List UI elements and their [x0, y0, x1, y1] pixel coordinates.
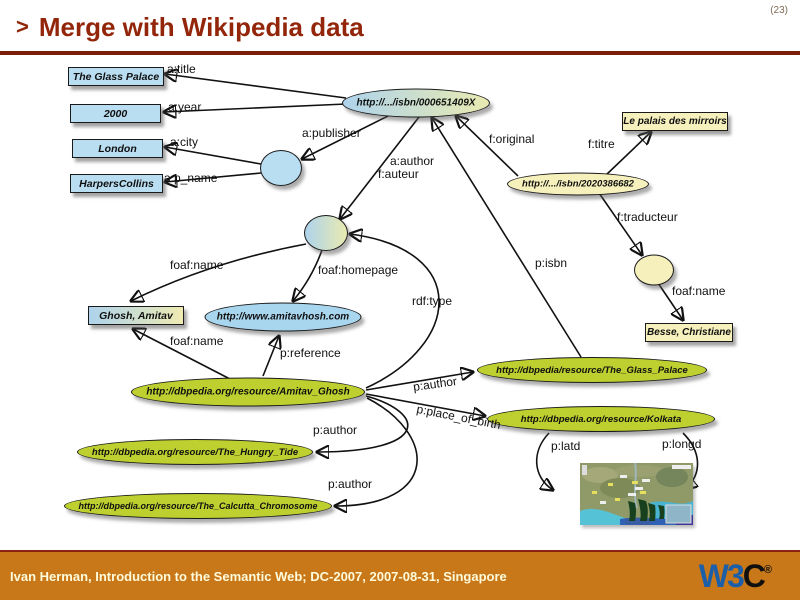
edge-p-isbn: [432, 118, 582, 358]
edge-label-f-titre: f:titre: [588, 137, 615, 151]
page-number: (23): [770, 5, 788, 16]
edge-label-foaf-name-2: foaf:name: [672, 284, 726, 298]
edge-label-a-publisher: a:publisher: [302, 126, 361, 140]
edge-label-p-author-2: p:author: [313, 423, 358, 437]
literal-harperscollins: HarpersCollins: [70, 174, 163, 193]
node-dbpedia-kolkata: http://dbpedia.org/resource/Kolkata: [487, 406, 715, 432]
edge-label-f-traducteur: f:traducteur: [617, 210, 678, 224]
literal-the-glass-palace: The Glass Palace: [68, 67, 164, 86]
edge-label-f-auteur: f:auteur: [378, 167, 419, 181]
title-bullet: >: [16, 14, 29, 39]
w3c-logo-w3: W3: [698, 558, 745, 594]
header-rule: [0, 51, 800, 55]
edge-a-title: [165, 74, 347, 99]
edge-label-p-isbn: p:isbn: [535, 256, 568, 270]
edge-a-city: [165, 147, 262, 165]
edge-label-rdf-type: rdf:type: [412, 294, 453, 308]
edge-label-a-p-name: a:p_name: [164, 171, 218, 185]
edge-label-p-place-of-birth: p:place_of_birth: [415, 401, 502, 433]
literal-london: London: [72, 139, 163, 158]
edge-p-reference: [262, 336, 279, 377]
edge-foaf-name-ghosh-box: [131, 243, 307, 301]
w3c-logo-c: C: [742, 558, 766, 594]
literal-le-palais-des-mirroirs: Le palais des mirroirs: [622, 112, 728, 131]
edge-label-foaf-name-1: foaf:name: [170, 258, 224, 272]
edge-label-f-original: f:original: [489, 132, 535, 146]
node-dbpedia-the-glass-palace: http://dbpedia/resource/The_Glass_Palace: [477, 357, 707, 383]
blank-node-publisher: [260, 150, 302, 186]
literal-2000: 2000: [70, 104, 161, 123]
edge-label-foaf-name-3: foaf:name: [170, 334, 224, 348]
edge-label-p-author-1: p:author: [412, 374, 458, 394]
edge-f-original: [456, 116, 519, 177]
satellite-map-image: [580, 462, 693, 525]
edge-label-foaf-homepage: foaf:homepage: [318, 263, 399, 277]
footer-credit: Ivan Herman, Introduction to the Semanti…: [10, 568, 507, 584]
blank-node-translator: [634, 254, 674, 286]
edge-label-p-longd: p:longd: [662, 437, 702, 451]
edge-f-traducteur: [598, 192, 642, 255]
title-text: Merge with Wikipedia data: [38, 12, 364, 42]
edge-rdf-type: [350, 234, 440, 389]
node-amitavhosh-homepage: http://www.amitavhosh.com: [204, 302, 362, 332]
edge-label-a-year: a:year: [168, 100, 202, 114]
node-dbpedia-amitav-ghosh: http://dbpedia.org/resource/Amitav_Ghosh: [131, 377, 365, 407]
page-title: > Merge with Wikipedia data: [16, 12, 364, 43]
edge-label-a-city: a:city: [170, 135, 199, 149]
w3c-logo: W3C®: [699, 560, 772, 592]
w3c-logo-reg: ®: [763, 564, 772, 576]
node-dbpedia-the-hungry-tide: http://dbpedia.org/resource/The_Hungry_T…: [77, 439, 313, 465]
blank-node-author: [304, 215, 348, 251]
node-isbn-2020386682: http://.../isbn/2020386682: [507, 172, 649, 196]
literal-ghosh-amitav: Ghosh, Amitav: [88, 306, 184, 325]
edge-label-p-reference: p:reference: [280, 346, 341, 360]
edge-label-p-author-3: p:author: [328, 477, 373, 491]
node-dbpedia-the-calcutta-chromosome: http://dbpedia.org/resource/The_Calcutta…: [64, 493, 332, 519]
node-isbn-000651409X: http://.../isbn/000651409X: [342, 88, 490, 118]
footer-bar: Ivan Herman, Introduction to the Semanti…: [0, 550, 800, 600]
edge-label-a-author: a:author: [390, 154, 435, 168]
edge-label-a-title: a:title: [167, 62, 196, 76]
edge-label-p-latd: p:latd: [551, 439, 581, 453]
literal-besse-christiane: Besse, Christiane: [645, 323, 733, 342]
